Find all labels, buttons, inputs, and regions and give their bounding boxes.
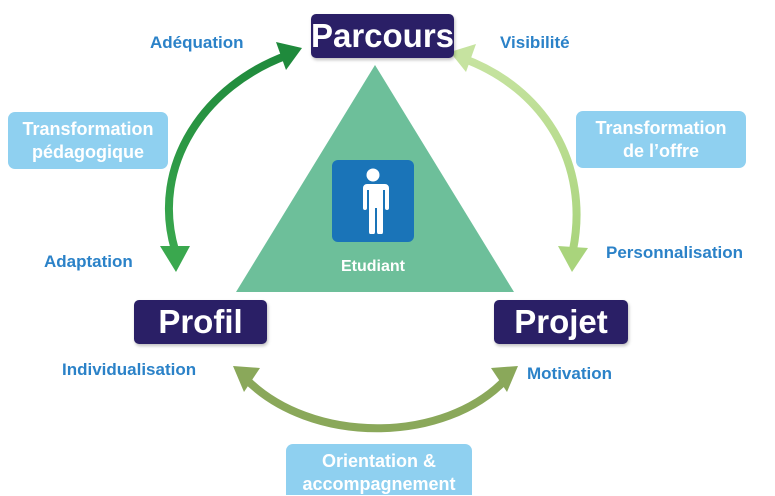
box-transformation-offre-line1: Transformation xyxy=(595,117,727,138)
arrowhead-projet-bottom xyxy=(491,366,518,392)
arrowhead-projet-top xyxy=(558,246,588,272)
label-individualisation: Individualisation xyxy=(62,360,197,379)
box-orientation-line1: Orientation & xyxy=(321,451,436,471)
box-orientation-accompagnement: Orientation & accompagnement xyxy=(286,444,472,495)
box-transformation-pedagogique: Transformation pédagogique xyxy=(8,112,168,169)
arrowhead-profil-top xyxy=(160,246,190,272)
arrow-parcours-projet xyxy=(460,54,581,251)
label-adaptation: Adaptation xyxy=(44,252,133,271)
node-parcours: Parcours xyxy=(311,14,454,58)
arrowhead-parcours-right xyxy=(450,44,476,72)
label-motivation: Motivation xyxy=(527,364,612,383)
label-visibilite: Visibilité xyxy=(500,33,570,52)
box-transformation-offre: Transformation de l’offre xyxy=(576,111,746,168)
arrowhead-profil-bottom xyxy=(233,366,260,392)
person-icon xyxy=(332,160,414,242)
box-orientation-line2: accompagnement xyxy=(302,474,456,494)
label-adequation: Adéquation xyxy=(150,33,244,52)
arrow-profil-projet xyxy=(242,375,510,433)
arrowhead-parcours-left xyxy=(276,42,302,70)
node-profil: Profil xyxy=(134,300,267,344)
center-label: Etudiant xyxy=(341,258,405,275)
box-transformation-pedagogique-line1: Transformation xyxy=(22,118,154,139)
box-transformation-pedagogique-line2: pédagogique xyxy=(32,141,144,162)
arrow-profil-parcours xyxy=(164,51,290,252)
label-personnalisation: Personnalisation xyxy=(606,243,743,262)
node-projet: Projet xyxy=(494,300,628,344)
box-transformation-offre-line2: de l’offre xyxy=(622,140,699,161)
